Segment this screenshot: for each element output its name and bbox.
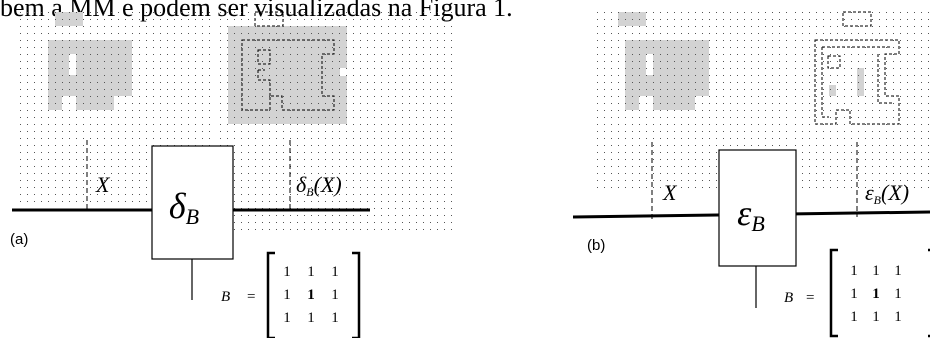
matrix-cell: 1 [307, 310, 315, 326]
panel-b-dashed-contours [814, 11, 900, 125]
matrix-cell: 1 [850, 286, 858, 302]
panel-a-left-bracket [266, 251, 275, 338]
matrix-cell: 1 [283, 264, 291, 280]
matrix-cell: 1 [307, 287, 315, 303]
panel-a-output-image [220, 11, 452, 230]
matrix-cell: 1 [894, 286, 902, 302]
matrix-cell: 1 [331, 287, 339, 303]
panel-a-input-label: X [95, 172, 111, 197]
matrix-cell: 1 [331, 264, 339, 280]
panel-b-output-label: εB(X) [865, 180, 909, 207]
panel-a-matrix-name: B [221, 289, 230, 305]
panel-b-input-label: X [662, 180, 678, 205]
matrix-cell: 1 [872, 309, 880, 325]
panel-a-input-grid [20, 12, 210, 202]
matrix-cell: 1 [283, 287, 291, 303]
matrix-cell: 1 [872, 286, 880, 302]
matrix-cell: 1 [307, 264, 315, 280]
panel-b-output-shape [829, 68, 864, 96]
panel-b-left-bracket [829, 248, 838, 338]
panel-b-output-grid [795, 12, 929, 188]
panel-b-operator-label: εB [737, 193, 765, 236]
panel-a-input-holes [69, 54, 76, 75]
panel-a-operator-label: δB [169, 186, 199, 229]
panel-b-label: (b) [587, 237, 606, 254]
panel-b-input-image [597, 12, 787, 188]
panel-a-output-grid [220, 12, 452, 230]
panel-a-label: (a) [10, 231, 29, 248]
panel-a-output-shape [228, 26, 347, 124]
panel-a-right-bracket [352, 251, 361, 338]
matrix-cell: 1 [894, 309, 902, 325]
panel-b-matrix-name: B [784, 290, 793, 306]
panel-a-input-image [20, 12, 210, 202]
matrix-cell: 1 [872, 263, 880, 279]
matrix-cell: 1 [850, 263, 858, 279]
caption-text: bem a MM e podem ser visualizadas na Fig… [0, 0, 513, 22]
panel-b-equals: = [806, 290, 814, 306]
panel-a-output-label: δB(X) [296, 172, 342, 199]
panel-a-operator-box [151, 145, 234, 260]
matrix-cell: 1 [331, 310, 339, 326]
matrix-cell: 1 [850, 309, 858, 325]
panel-b-operator-box [718, 149, 797, 267]
matrix-cell: 1 [894, 263, 902, 279]
panel-a-equals: = [247, 289, 255, 305]
matrix-cell: 1 [283, 310, 291, 326]
panel-b-output-image [795, 11, 929, 188]
